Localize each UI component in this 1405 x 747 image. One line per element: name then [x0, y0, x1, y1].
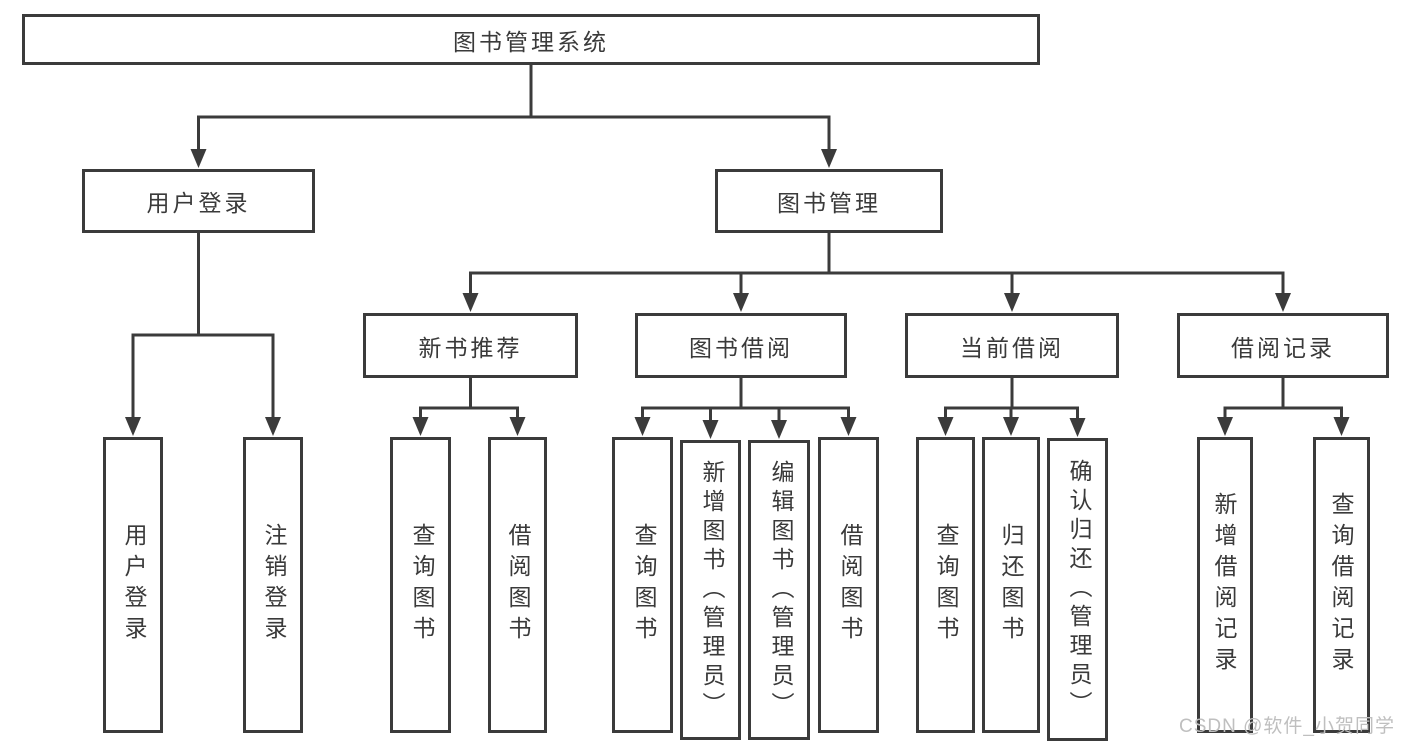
leaf-return-books: 归还图书	[982, 437, 1040, 733]
node-user-login: 用户登录	[82, 169, 315, 233]
node-label: 新书推荐	[418, 334, 523, 361]
leaf-borrow-books: 借阅图书	[488, 437, 547, 733]
leaf-logout: 注销登录	[243, 437, 303, 733]
leaf-confirm-return-admin: 确认归还（管理员）	[1047, 438, 1108, 741]
node-label: 新增图书（管理员）	[699, 459, 725, 721]
node-library-management-system: 图书管理系统	[22, 14, 1040, 65]
node-label: 查询图书	[933, 523, 959, 647]
node-borrowing-records: 借阅记录	[1177, 313, 1389, 378]
node-label: 归还图书	[998, 523, 1024, 647]
node-current-borrowing: 当前借阅	[905, 313, 1119, 378]
node-label: 新增借阅记录	[1211, 492, 1237, 678]
leaf-edit-books-admin: 编辑图书（管理员）	[748, 440, 810, 740]
node-label: 编辑图书（管理员）	[768, 459, 794, 721]
node-label: 查询图书	[631, 523, 657, 647]
node-label: 用户登录	[146, 190, 251, 216]
node-label: 确认归还（管理员）	[1066, 459, 1092, 720]
leaf-query-books: 查询图书	[390, 437, 451, 733]
node-label: 用户登录	[121, 523, 147, 647]
leaf-user-login: 用户登录	[103, 437, 163, 733]
node-book-management: 图书管理	[715, 169, 943, 233]
node-label: 查询图书	[409, 523, 435, 647]
leaf-add-borrow-record: 新增借阅记录	[1197, 437, 1253, 733]
leaf-add-books-admin: 新增图书（管理员）	[680, 440, 741, 740]
node-label: 图书管理系统	[453, 28, 609, 55]
node-label: 借阅记录	[1231, 334, 1335, 361]
node-label: 查询借阅记录	[1328, 492, 1354, 678]
node-label: 借阅图书	[837, 523, 863, 647]
node-new-book-recommendation: 新书推荐	[363, 313, 578, 378]
node-book-borrowing: 图书借阅	[635, 313, 847, 378]
leaf-query-borrow-record: 查询借阅记录	[1313, 437, 1370, 733]
node-label: 图书管理	[777, 190, 881, 216]
node-label: 当前借阅	[960, 334, 1064, 361]
node-label: 注销登录	[261, 523, 287, 647]
leaf-query-books: 查询图书	[612, 437, 673, 733]
leaf-query-books: 查询图书	[916, 437, 975, 733]
node-label: 图书借阅	[689, 334, 793, 361]
node-label: 借阅图书	[505, 523, 531, 647]
csdn-watermark: CSDN @软件_小贺同学	[1179, 716, 1395, 737]
leaf-borrow-books: 借阅图书	[818, 437, 879, 733]
